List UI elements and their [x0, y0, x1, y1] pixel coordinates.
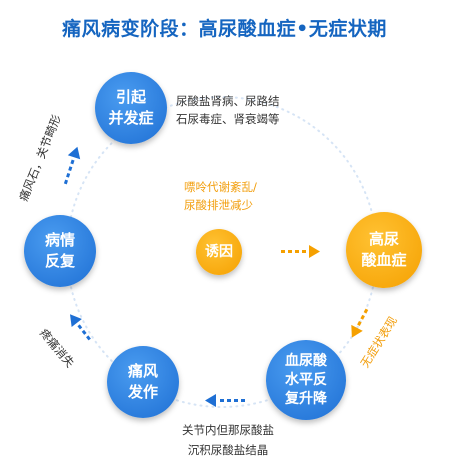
- node-fluctuation: 血尿酸 水平反 复升降: [266, 340, 346, 420]
- node-cause: 诱因: [196, 229, 242, 275]
- arrow-attack-to-recurrence: [69, 314, 91, 341]
- arrow-hyperuricemia-to-fluctuation: [351, 308, 369, 338]
- node-hyperuricemia: 高尿 酸血症: [346, 212, 422, 288]
- node-recurrence: 病情 反复: [24, 215, 96, 287]
- arrow-fluctuation-to-attack: [205, 394, 245, 407]
- complication-detail: 尿酸盐肾病、尿路结 石尿毒症、肾衰竭等: [176, 94, 280, 126]
- arrow-recurrence-to-complication: [63, 146, 81, 185]
- node-attack: 痛风 发作: [107, 346, 179, 418]
- deposit-detail: 关节内但那尿酸盐 沉积尿酸盐结晶: [182, 423, 274, 457]
- node-complication: 引起 并发症: [95, 72, 167, 144]
- arrow-cause-to-hyperuricemia: [281, 245, 320, 258]
- cause-detail: 嘌呤代谢紊乱/ 尿酸排泄减少: [184, 180, 257, 212]
- page-title: 痛风病变阶段：高尿酸血症•无症状期: [62, 18, 387, 40]
